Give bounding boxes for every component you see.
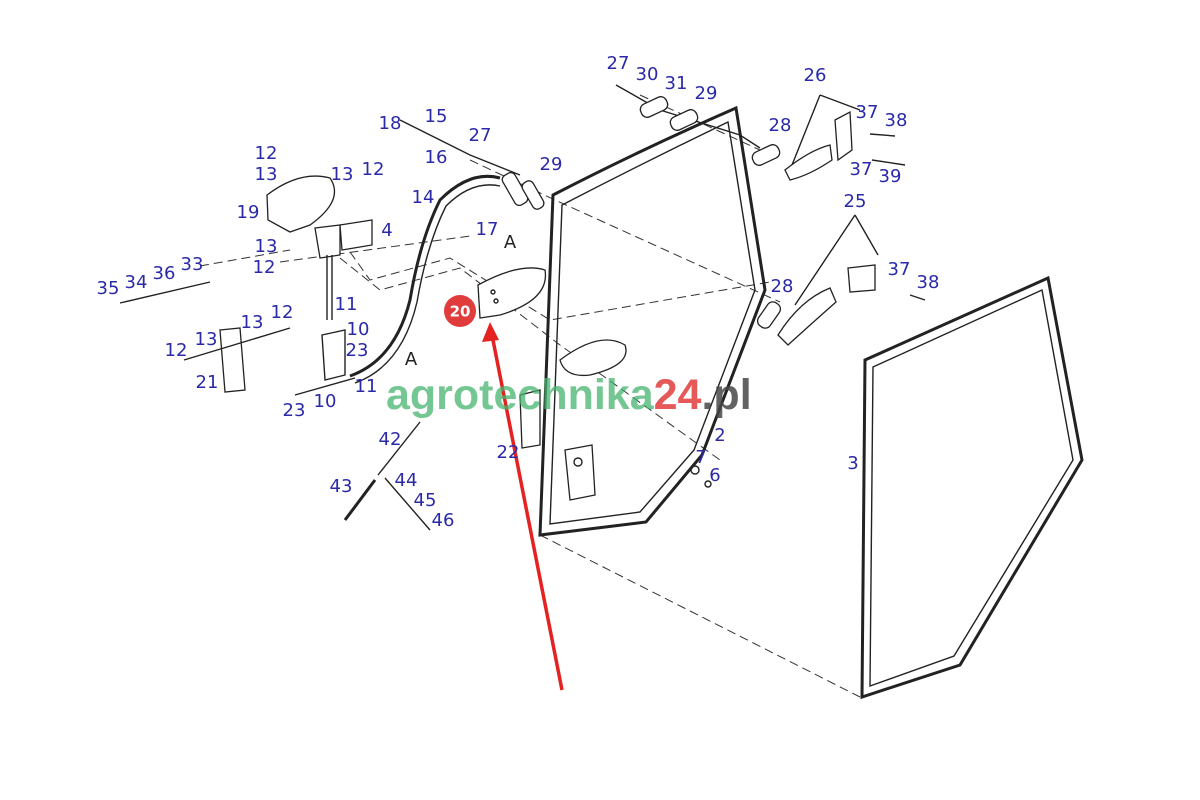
part-label: 23	[283, 400, 306, 421]
part-label: 12	[253, 257, 276, 278]
part-label: 10	[347, 319, 370, 340]
part-label: 12	[362, 159, 385, 180]
part-label: 12	[271, 302, 294, 323]
part-label: 17	[476, 219, 499, 240]
part-label: 33	[181, 254, 204, 275]
part-label: 34	[125, 272, 148, 293]
gas-spring	[343, 421, 431, 531]
part-label: 13	[331, 164, 354, 185]
part-label: 37	[850, 159, 873, 180]
part-label: 38	[917, 272, 940, 293]
part-20-number: 20	[450, 303, 471, 321]
door-seal	[860, 275, 1084, 700]
section-mark: A	[504, 232, 517, 253]
mount-assembly	[119, 175, 373, 396]
part-label: 11	[355, 376, 378, 397]
part-label: 22	[497, 442, 520, 463]
part-label: 29	[540, 154, 563, 175]
part-label: 21	[196, 372, 219, 393]
part-label: 27	[607, 53, 630, 74]
part-label: 25	[844, 191, 867, 212]
section-mark: A	[405, 349, 418, 370]
highlight-arrow	[482, 322, 564, 691]
part-label: 12	[165, 340, 188, 361]
part-label: 35	[97, 278, 120, 299]
part-label: 38	[885, 110, 908, 131]
part-label: 15	[425, 106, 448, 127]
part-label: 10	[314, 391, 337, 412]
part-label: 18	[379, 113, 402, 134]
part-label: 39	[879, 166, 902, 187]
watermark-brand: agrotechnika	[386, 371, 654, 419]
mirror-arm	[349, 174, 547, 384]
door-glass-frame	[519, 105, 767, 537]
part-label: 43	[330, 476, 353, 497]
part-label: 16	[425, 147, 448, 168]
part-label: 23	[346, 340, 369, 361]
part-label: 42	[379, 429, 402, 450]
part-label: 19	[237, 202, 260, 223]
watermark-number: 24	[653, 371, 702, 419]
part-label: 13	[195, 329, 218, 350]
part-label: 26	[804, 65, 827, 86]
part-label: 31	[665, 73, 688, 94]
part-label: 44	[395, 470, 418, 491]
hinge-parts	[501, 96, 926, 488]
part-label: 2	[714, 425, 725, 446]
part-label: 4	[381, 220, 392, 241]
part-label: 37	[856, 102, 879, 123]
part-label: 37	[888, 259, 911, 280]
part-label: 30	[636, 64, 659, 85]
part-label: 29	[695, 83, 718, 104]
part-label: 28	[769, 115, 792, 136]
part-label: 7	[695, 447, 706, 468]
part-20-badge: 20	[444, 295, 476, 327]
part-label: 46	[432, 510, 455, 531]
part-label: 3	[847, 453, 858, 474]
part-label: 27	[469, 125, 492, 146]
part-label: 36	[153, 263, 176, 284]
part-label: 12	[255, 143, 278, 164]
watermark: agrotechnika24.pl	[386, 374, 752, 417]
part-labels: 27 30 31 29 26 37 38 28 37 39 25 37 38 2…	[97, 53, 940, 531]
part-label: 14	[412, 187, 435, 208]
part-label: 13	[241, 312, 264, 333]
part-label: 11	[335, 294, 358, 315]
part-label: 13	[255, 236, 278, 257]
part-label: 13	[255, 164, 278, 185]
part-label: 45	[414, 490, 437, 511]
part-label: 28	[771, 276, 794, 297]
part-label: 6	[709, 465, 720, 486]
watermark-domain: .pl	[701, 371, 752, 419]
